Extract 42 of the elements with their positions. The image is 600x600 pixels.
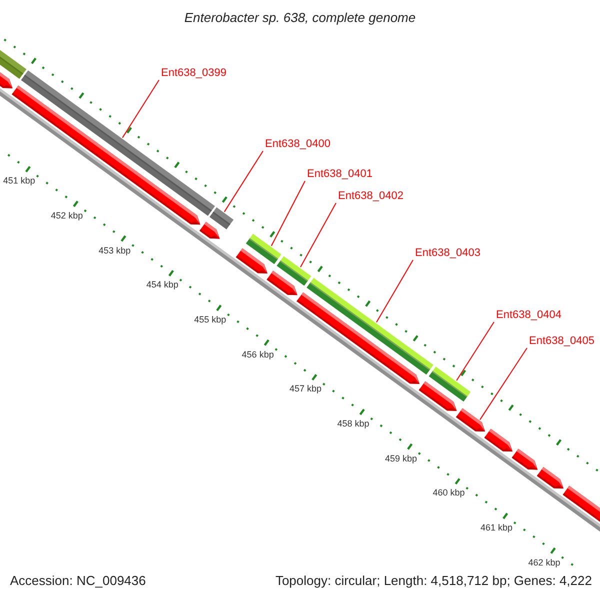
scale-label: 456 kbp bbox=[242, 349, 274, 360]
feature-bar bbox=[306, 278, 434, 375]
gene-feature-block bbox=[200, 222, 220, 239]
feature-bar bbox=[246, 234, 282, 264]
feature-bar bbox=[0, 50, 26, 79]
scale-label: 462 kbp bbox=[528, 557, 560, 568]
gene-label: Ent638_0399 bbox=[161, 67, 226, 80]
leader-line bbox=[456, 322, 494, 381]
scale-label: 459 kbp bbox=[384, 453, 418, 464]
gene-feature-block bbox=[512, 448, 538, 470]
gene-feature-block bbox=[536, 467, 564, 488]
diagram-title: Enterobacter sp. 638, complete genome bbox=[184, 10, 416, 25]
scale-label: 458 kbp bbox=[337, 418, 370, 430]
gene-label: Ent638_0404 bbox=[496, 309, 562, 322]
gene-label: Ent638_0401 bbox=[307, 168, 372, 181]
leader-line bbox=[122, 80, 160, 138]
leader-line bbox=[300, 202, 336, 268]
gene-feature-block bbox=[484, 428, 513, 452]
scale-label: 461 kbp bbox=[480, 522, 512, 534]
scale-label: 454 kbp bbox=[146, 280, 178, 291]
leader-line bbox=[270, 180, 306, 246]
leader-line bbox=[224, 150, 264, 212]
scale-label: 455 kbp bbox=[194, 314, 226, 326]
gene-feature-block bbox=[562, 486, 600, 522]
leader-line bbox=[480, 348, 528, 420]
scale-label: 453 kbp bbox=[98, 245, 131, 256]
scale-label: 451 kbp bbox=[3, 176, 36, 187]
footer-text: Accession: NC_009436 bbox=[10, 573, 146, 589]
footer-text: Topology: circular; Length: 4,518,712 bp; Genes: 4,222 bbox=[275, 573, 592, 589]
leader-line bbox=[376, 260, 414, 323]
gene-label: Ent638_0400 bbox=[265, 138, 330, 151]
scale-label: 457 kbp bbox=[290, 384, 322, 395]
feature-bar bbox=[210, 207, 234, 230]
feature-bar bbox=[276, 256, 312, 286]
gene-feature-block bbox=[0, 72, 13, 88]
gene-label: Ent638_0405 bbox=[529, 335, 594, 348]
gene-label: Ent638_0403 bbox=[415, 247, 480, 260]
gene-feature-block bbox=[456, 408, 486, 432]
scale-label: 452 kbp bbox=[50, 210, 83, 222]
feature-bar bbox=[428, 366, 471, 402]
scale-label: 460 kbp bbox=[432, 488, 465, 499]
gene-label: Ent638_0402 bbox=[338, 190, 404, 203]
